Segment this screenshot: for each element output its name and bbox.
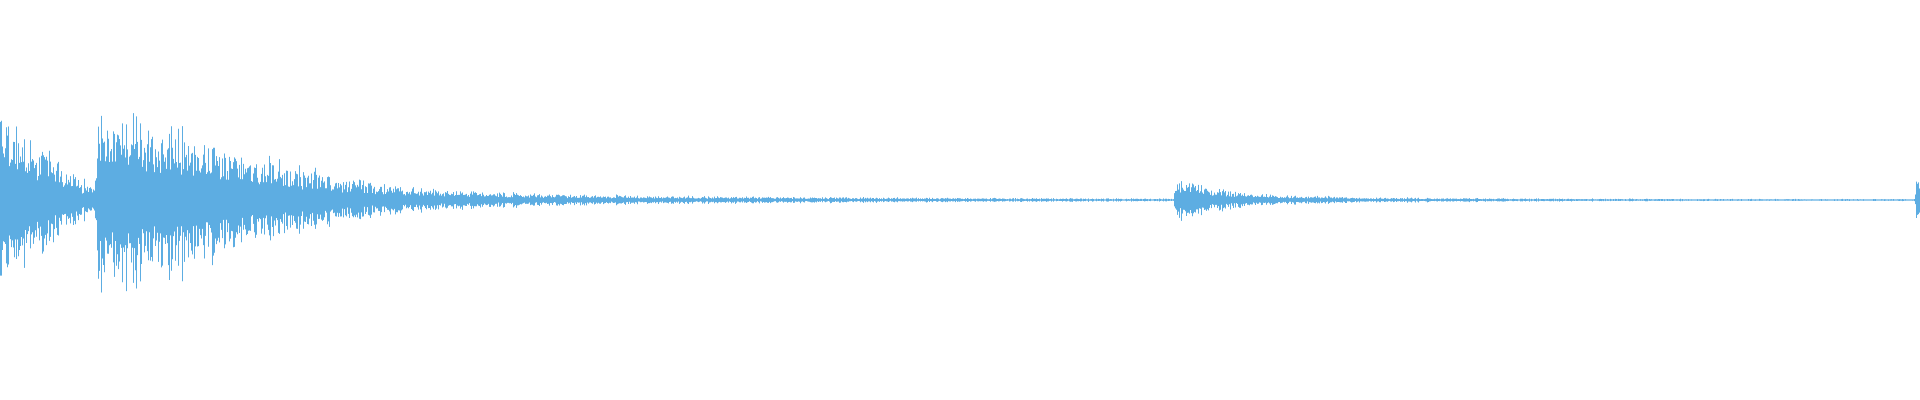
waveform-samples: [0, 113, 1920, 293]
